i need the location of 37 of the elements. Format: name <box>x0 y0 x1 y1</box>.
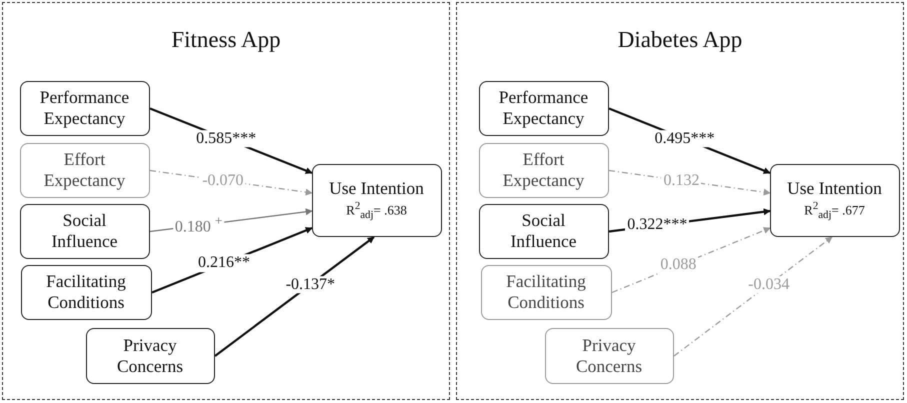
construct-label: Social Influence <box>50 210 119 252</box>
construct-label: Performance Expectancy <box>38 87 130 129</box>
path-coefficient: 0.585*** <box>194 130 258 148</box>
construct-box <box>20 264 152 320</box>
construct-box <box>20 142 150 198</box>
construct-box <box>478 80 608 136</box>
construct-box <box>478 204 608 258</box>
panel-title: Fitness App <box>170 27 282 53</box>
path-coefficient: -0.137* <box>284 276 338 294</box>
construct-label: Use Intention <box>329 178 424 199</box>
construct-box <box>20 204 150 258</box>
path-coefficient: -0.034 <box>746 276 792 294</box>
construct-label: Facilitating Conditions <box>505 271 587 313</box>
construct-box <box>770 164 900 236</box>
panel-title: Diabetes App <box>616 27 744 53</box>
construct-label: Social Influence <box>509 210 578 252</box>
construct-label: Effort Expectancy <box>502 149 586 191</box>
construct-box <box>480 264 612 320</box>
panel-frame <box>2 2 450 400</box>
construct-box <box>478 142 608 198</box>
path-coefficient: 0.495*** <box>652 130 717 148</box>
construct-label: Performance Expectancy <box>498 87 590 129</box>
construct-label: Facilitating Conditions <box>45 271 127 313</box>
construct-box <box>20 80 150 136</box>
construct-box <box>312 164 442 236</box>
r-squared-text: R$^{2}$$_{adj}$= .677 <box>804 199 865 222</box>
construct-label: Effort Expectancy <box>42 149 126 191</box>
construct-box <box>544 328 674 384</box>
path-coefficient: 0.216** <box>196 254 252 272</box>
path-coefficient: 0.088 <box>658 256 698 274</box>
construct-label: Privacy Concerns <box>574 334 644 376</box>
arrow <box>674 236 833 356</box>
construct-box <box>86 328 214 384</box>
panel-frame <box>456 2 904 400</box>
r-squared-text: R$^{2}$$_{adj}$= .638 <box>346 199 407 222</box>
construct-label: Privacy Concerns <box>116 334 184 376</box>
construct-label: Use Intention <box>787 178 882 199</box>
